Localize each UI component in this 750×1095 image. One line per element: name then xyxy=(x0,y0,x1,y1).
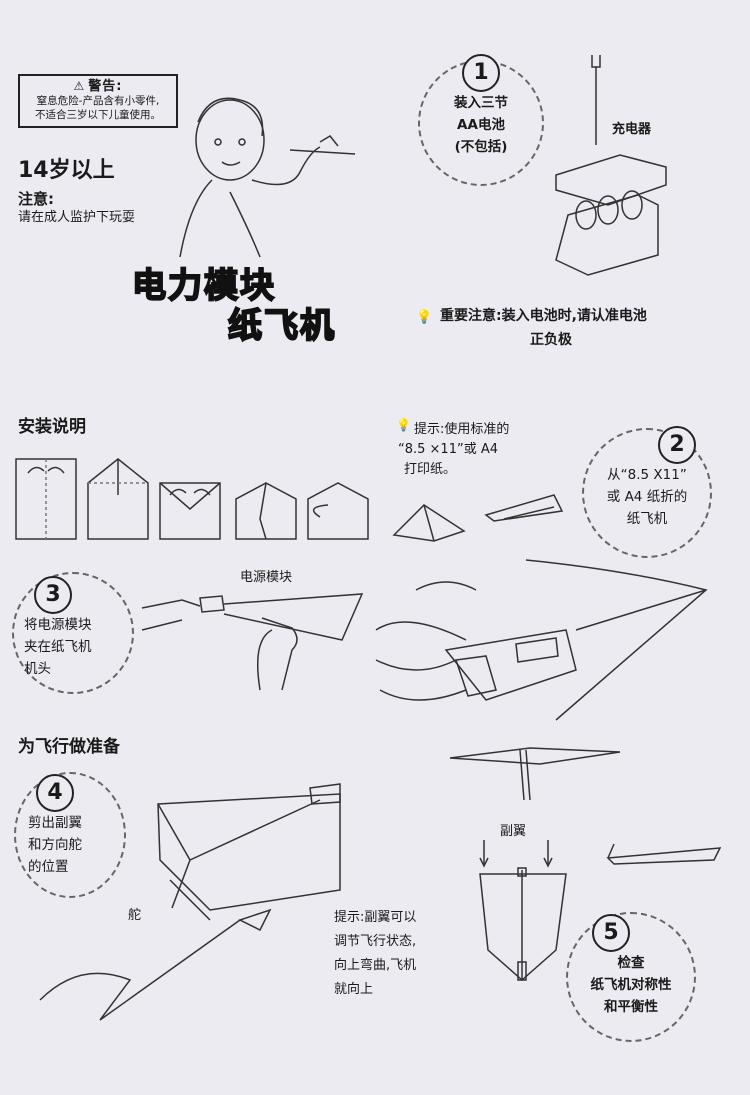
clip-module-illustration xyxy=(141,593,364,691)
install-tip-2: “8.5 ×11”或 A4 xyxy=(398,442,499,457)
warning-title: ⚠警告: xyxy=(24,79,172,94)
step-1-number: 1 xyxy=(462,54,500,92)
step-4-circle: 4 剪出副翼 和方向舵 的位置 xyxy=(14,772,126,898)
step-4-line-2: 和方向舵 xyxy=(28,837,82,853)
step-5-line-1: 检查 xyxy=(617,955,645,971)
step-2-line-1: 从“8.5 X11” xyxy=(607,467,687,483)
bulb-icon-2: 💡 xyxy=(396,418,411,432)
step-3-line-1: 将电源模块 xyxy=(24,617,92,633)
step-1-line-1: 装入三节 xyxy=(454,95,508,111)
folding-steps-illustration xyxy=(15,458,564,542)
cut-rudder-illustration xyxy=(39,783,341,1021)
aileron-diagram xyxy=(479,840,567,982)
step-1-line-3: (不包括) xyxy=(454,139,508,155)
module-closeup-illustration xyxy=(375,559,708,721)
step-5-circle: 5 检查 纸飞机对称性 和平衡性 xyxy=(566,912,696,1042)
step-4-number: 4 xyxy=(36,774,74,812)
tip-aileron-1: 提示:副翼可以 xyxy=(334,910,417,925)
warning-line-1: 窒息危险-产品含有小零件, xyxy=(36,95,160,107)
install-tip-1: 提示:使用标准的 xyxy=(414,422,510,437)
install-title: 安装说明 xyxy=(18,417,86,437)
aileron-label: 副翼 xyxy=(500,824,527,839)
warning-triangle-icon: ⚠ xyxy=(73,79,86,93)
plane-top-view-illustration xyxy=(449,747,621,801)
note-text: 请在成人监护下玩耍 xyxy=(18,210,136,225)
step-4-line-3: 的位置 xyxy=(28,859,69,875)
prepare-title: 为飞行做准备 xyxy=(18,737,120,757)
step-4-line-1: 剪出副翼 xyxy=(28,815,82,831)
step-2-circle: 2 从“8.5 X11” 或 A4 纸折的 纸飞机 xyxy=(582,426,712,558)
step-1-line-2: AA电池 xyxy=(457,117,505,133)
bulb-icon-1: 💡 xyxy=(416,310,433,325)
step-3-circle: 3 将电源模块 夹在纸飞机 机头 xyxy=(12,572,134,694)
important-text-1: 重要注意:装入电池时,请认准电池 xyxy=(440,308,647,324)
note-heading: 注意: xyxy=(18,190,54,208)
install-tip-3: 打印纸。 xyxy=(404,462,457,477)
step-3-line-3: 机头 xyxy=(24,661,51,677)
tip-aileron-3: 向上弯曲,飞机 xyxy=(334,958,417,973)
tip-aileron-4: 就向上 xyxy=(334,982,374,997)
warning-line-2: 不适合三岁以下儿童使用。 xyxy=(35,109,161,121)
step-3-line-2: 夹在纸飞机 xyxy=(24,639,92,655)
warning-box: ⚠警告: 窒息危险-产品含有小零件, 不适合三岁以下儿童使用。 xyxy=(18,74,178,128)
step-3-number: 3 xyxy=(34,576,72,614)
age-label: 14岁以上 xyxy=(18,158,115,183)
power-module-label: 电源模块 xyxy=(240,570,293,585)
step-5-line-3: 和平衡性 xyxy=(604,999,658,1015)
step-1-circle: 1 装入三节 AA电池 (不包括) xyxy=(418,54,544,186)
step-2-line-2: 或 A4 纸折的 xyxy=(606,489,688,505)
warning-title-text: 警告: xyxy=(88,79,123,94)
step-5-line-2: 纸飞机对称性 xyxy=(590,977,672,993)
product-title-line-2: 纸飞机 xyxy=(227,305,336,347)
step-5-number: 5 xyxy=(592,914,630,952)
step-2-number: 2 xyxy=(658,426,696,464)
plane-side-view-illustration xyxy=(606,843,722,865)
product-title-line-1: 电力模块 xyxy=(131,265,276,307)
important-text-2: 正负极 xyxy=(530,332,572,348)
rudder-label: 舵 xyxy=(128,908,142,923)
tip-aileron-2: 调节飞行状态, xyxy=(334,934,417,949)
step-2-line-3: 纸飞机 xyxy=(626,511,668,527)
battery-charger-illustration xyxy=(555,55,667,276)
charger-label: 充电器 xyxy=(612,122,652,137)
boy-illustration xyxy=(179,97,356,258)
